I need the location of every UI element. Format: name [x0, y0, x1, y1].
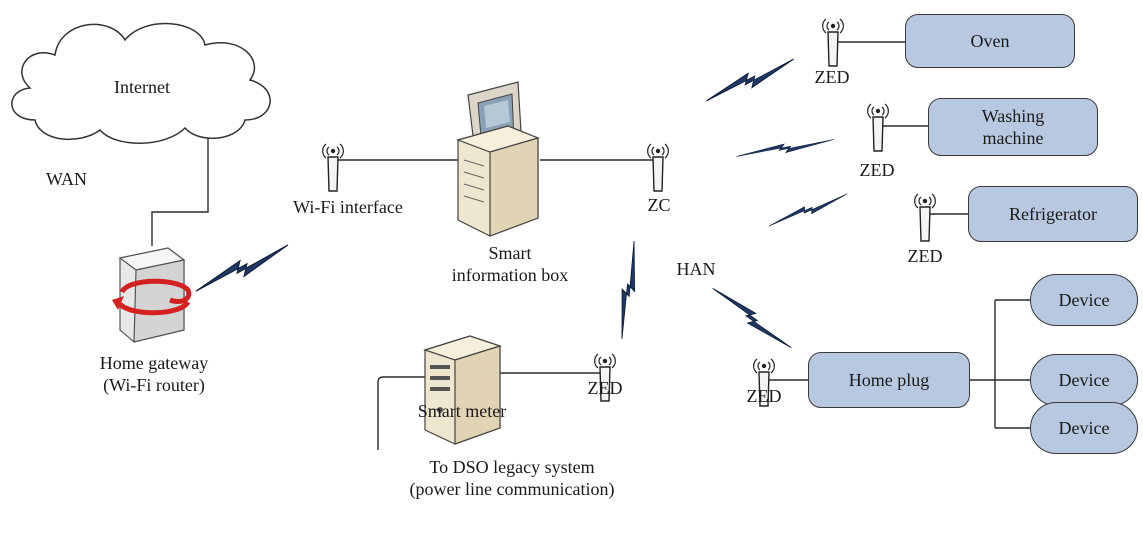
antenna-icon [646, 143, 670, 192]
refrigerator-label: Refrigerator [1009, 204, 1097, 224]
zed-label-meter: ZED [587, 378, 623, 398]
lightning-icon [735, 131, 835, 165]
connector-lines [151, 41, 1030, 450]
internet-label: Internet [114, 77, 170, 97]
antenna-icon [913, 193, 937, 242]
zed-label-washing: ZED [859, 160, 895, 180]
cloud-icon [11, 22, 271, 144]
device-label: Device [1058, 418, 1110, 438]
oven-box: Oven [905, 14, 1075, 68]
zed-label-oven: ZED [814, 67, 850, 87]
lightning-icon [757, 193, 859, 227]
server-icon [423, 335, 502, 445]
device-box-1: Device [1030, 274, 1138, 326]
lightning-icon [705, 58, 795, 102]
zed-label-refrigerator: ZED [907, 246, 943, 266]
lightning-icon [712, 269, 792, 367]
washing-machine-box: Washing machine [928, 98, 1098, 156]
home-plug-box: Home plug [808, 352, 970, 408]
oven-label: Oven [970, 31, 1010, 51]
device-box-3: Device [1030, 402, 1138, 454]
router-icon [112, 247, 192, 343]
wifi-interface-label: Wi-Fi interface [293, 197, 403, 217]
device-box-2: Device [1030, 354, 1138, 406]
device-label: Device [1058, 370, 1110, 390]
smart-info-box-label-2: information box [451, 265, 569, 285]
device-label: Device [1058, 290, 1110, 310]
dso-label-1: To DSO legacy system [429, 457, 595, 477]
zc-label: ZC [647, 195, 671, 215]
dso-label-2: (power line communication) [409, 479, 615, 499]
refrigerator-box: Refrigerator [968, 186, 1138, 242]
home-gateway-sub-label: (Wi-Fi router) [103, 375, 205, 395]
antenna-icon [321, 143, 345, 192]
lightning-icon [590, 240, 666, 340]
smart-info-box-label-1: Smart [488, 243, 532, 263]
home-plug-label: Home plug [848, 370, 930, 390]
home-gateway-label: Home gateway [99, 353, 209, 373]
smart-meter-label: Smart meter [417, 401, 507, 421]
washing-label-2: machine [982, 128, 1044, 148]
antenna-icon [866, 103, 890, 152]
zed-label-plug: ZED [746, 386, 782, 406]
washing-label-1: Washing [981, 106, 1045, 126]
computer-icon [456, 81, 540, 237]
lightning-icon [195, 244, 289, 292]
wan-label: WAN [46, 169, 87, 189]
han-label: HAN [676, 259, 716, 279]
